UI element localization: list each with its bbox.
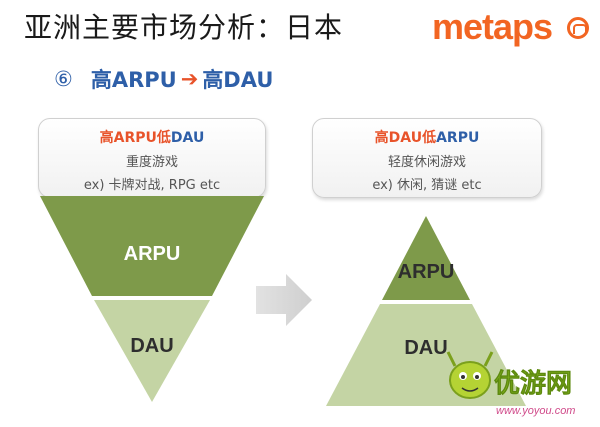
left-arpu-segment [40,196,264,296]
right-heading-blue: ARPU [436,130,480,146]
right-dau-label: DAU [404,337,447,359]
left-box-line1: 重度游戏 [125,155,178,170]
left-box-line2: ex) 卡牌对战, RPG etc [83,178,221,193]
right-box-heading: 高DAU低ARPU [313,127,541,147]
subtitle-from: 高ARPU [90,68,177,92]
left-heading-blue: DAU [170,130,205,146]
left-description-box: 高ARPU低DAU 重度游戏 ex) 卡牌对战, RPG etc [38,118,266,198]
section-number: ⑥ [54,67,73,91]
left-heading-red: 高ARPU [99,130,157,146]
left-dau-segment [94,300,210,402]
brand-logo: metaps [432,6,553,47]
right-heading-mid: 低 [422,130,437,146]
right-arpu-segment [382,216,470,300]
subtitle-to: 高DAU [202,68,274,92]
page-title: 亚洲主要市场分析：日本 [24,11,344,44]
left-arpu-label: ARPU [124,243,181,265]
right-heading-red: 高DAU [374,130,423,146]
left-box-heading: 高ARPU低DAU [39,127,265,147]
left-dau-label: DAU [130,335,173,357]
left-heading-mid: 低 [156,130,171,146]
right-description-box: 高DAU低ARPU 轻度休闲游戏 ex) 休闲, 猜谜 etc [312,118,542,198]
watermark-mascot-icon [446,351,494,399]
arrow-right-icon: ➔ [180,67,199,91]
right-box-line1: 轻度休闲游戏 [387,155,466,170]
section-subtitle: ⑥ 高ARPU ➔ 高DAU [54,64,273,94]
watermark-text: 优游网 [494,369,572,399]
logo-mark-icon [567,17,589,39]
right-box-line2: ex) 休闲, 猜谜 etc [372,178,482,193]
right-arpu-label: ARPU [398,261,455,283]
watermark-url: www.yoyou.com [496,405,575,417]
transition-arrow-icon [256,274,312,326]
